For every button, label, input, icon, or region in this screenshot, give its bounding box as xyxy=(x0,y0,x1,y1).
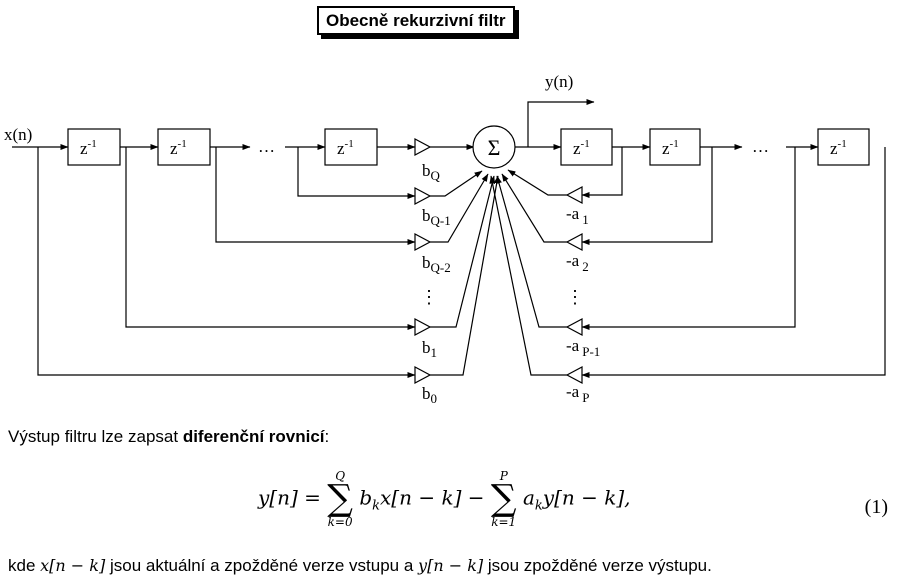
delay-block-4: z-1 xyxy=(573,138,590,158)
intro-text: Výstup filtru lze zapsat diferenční rovn… xyxy=(8,427,329,447)
outro-1: kde xyxy=(8,556,41,575)
coef-b1: b1 xyxy=(422,338,437,360)
sum2-top: P xyxy=(499,469,508,483)
sum-2: P∑k=1 xyxy=(491,470,517,528)
outro-3: jsou zpožděné verze výstupu. xyxy=(483,556,712,575)
recursive-filter-diagram: x(n) y(n) Σ z-1 z-1 z-1 z-1 z-1 z-1 … … … xyxy=(4,72,886,406)
outro-2: jsou aktuální a zpožděné verze vstupu a xyxy=(105,556,419,575)
delay-block-5: z-1 xyxy=(662,138,679,158)
sum2-bottom: k=1 xyxy=(491,515,517,529)
vertical-dots-b: ⋮ xyxy=(420,287,438,307)
eq-term2: y[n − k], xyxy=(542,485,631,510)
intro-bold: diferenční rovnicí xyxy=(182,427,325,446)
delay-block-3: z-1 xyxy=(337,138,354,158)
coef-b0: b0 xyxy=(422,384,437,406)
delay-labels: z-1 z-1 z-1 z-1 z-1 z-1 xyxy=(80,138,847,158)
intro-post: : xyxy=(324,427,330,446)
outro-text: kde x[n − k] jsou aktuální a zpožděné ve… xyxy=(8,556,712,576)
ellipsis-feedback: … xyxy=(752,137,769,156)
ellipsis-forward: … xyxy=(258,137,275,156)
eq-lhs: y[n] = xyxy=(258,485,321,510)
difference-equation: y[n] = Q∑k=0 bkx[n − k] − P∑k=1 aky[n − … xyxy=(0,470,900,550)
vertical-dots-a: ⋮ xyxy=(566,287,584,307)
eq-b-sub: k xyxy=(372,498,381,514)
sum1-sigma: ∑ xyxy=(327,478,353,519)
intro-pre: Výstup filtru lze zapsat xyxy=(8,427,183,446)
eq-term1: x[n − k] − xyxy=(380,485,485,510)
title-frame: Obecně rekurzivní filtr xyxy=(317,6,515,35)
sum1-top: Q xyxy=(335,469,346,483)
sum2-sigma: ∑ xyxy=(490,478,517,519)
equation-number: (1) xyxy=(864,496,888,518)
coef-bQ-2: bQ-2 xyxy=(422,253,451,275)
delay-block-2: z-1 xyxy=(170,138,187,158)
sum1-bottom: k=0 xyxy=(327,515,353,529)
sum-symbol: Σ xyxy=(488,135,501,160)
eq-b: b xyxy=(359,485,373,510)
delay-block-1: z-1 xyxy=(80,138,97,158)
b-coefficients: bQ bQ-1 bQ-2 b1 b0 xyxy=(422,161,451,406)
coef-bQ: bQ xyxy=(422,161,441,183)
output-label: y(n) xyxy=(545,72,573,91)
coef-bQ-1: bQ-1 xyxy=(422,206,451,228)
delay-block-6: z-1 xyxy=(830,138,847,158)
outro-y: y[n − k] xyxy=(418,556,484,575)
outro-x: x[n − k] xyxy=(40,556,106,575)
sum-1: Q∑k=0 xyxy=(327,470,353,528)
eq-a: a xyxy=(522,485,535,510)
page-title: Obecně rekurzivní filtr xyxy=(317,6,515,35)
input-label: x(n) xyxy=(4,125,32,144)
equation-line: y[n] = Q∑k=0 bkx[n − k] − P∑k=1 aky[n − … xyxy=(258,470,631,528)
eq-a-sub: k xyxy=(534,498,543,514)
